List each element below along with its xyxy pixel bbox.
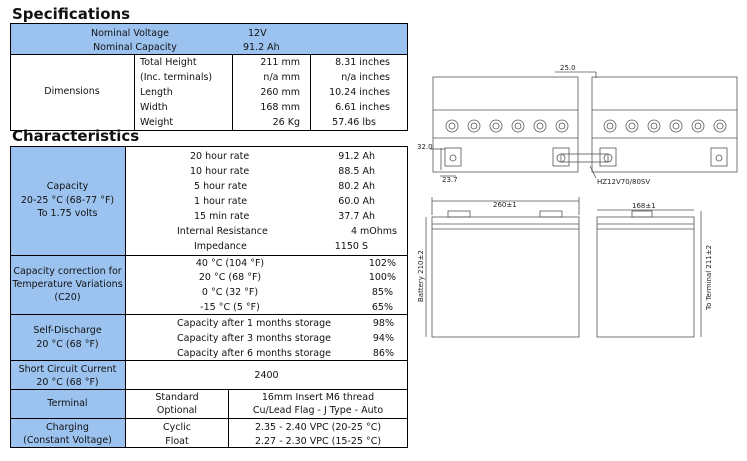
dim-row-mm: 168 mm bbox=[260, 102, 300, 113]
dim-row-name: Length bbox=[140, 87, 173, 98]
nominal-rows-bg bbox=[10, 24, 408, 54]
short-circuit-value: 2400 bbox=[254, 370, 279, 381]
capacity-temp-label: 20-25 °C (68-77 °F) bbox=[20, 195, 115, 206]
dim-row-in: 8.31 inches bbox=[335, 57, 390, 68]
terminal-standard-value: 16mm Insert M6 thread bbox=[261, 392, 375, 403]
dim-left-label: 32.0 bbox=[417, 143, 433, 151]
dim-row-name: (Inc. terminals) bbox=[140, 72, 213, 83]
short-circuit-temp-label: 20 °C (68 °F) bbox=[36, 377, 99, 388]
internal-resistance-label: Internal Resistance bbox=[177, 226, 268, 237]
dim-left-small-label: 23.7 bbox=[442, 176, 458, 184]
charging-cyclic-label: Cyclic bbox=[163, 422, 191, 433]
specifications-heading: Specifications bbox=[12, 5, 131, 23]
temp-correction-label-2: Temperature Variations bbox=[12, 279, 123, 290]
capacity-label: Capacity bbox=[46, 181, 89, 192]
dim-row-mm: 26 Kg bbox=[272, 117, 300, 128]
vent-caps-left bbox=[445, 119, 569, 133]
temp-row-name: -15 °C (5 °F) bbox=[200, 302, 260, 313]
capacity-row-value: 80.2 Ah bbox=[338, 181, 375, 192]
capacity-row-value: 37.7 Ah bbox=[338, 211, 375, 222]
capacity-row-value: 60.0 Ah bbox=[338, 196, 375, 207]
dim-row-in: 10.24 inches bbox=[329, 87, 390, 98]
nominal-voltage-label: Nominal Voltage bbox=[91, 28, 169, 39]
temp-row-value: 100% bbox=[368, 272, 396, 283]
dim-row-name: Total Height bbox=[140, 57, 197, 68]
temp-row-name: 0 °C (32 °F) bbox=[201, 287, 259, 298]
self-discharge-row-name: Capacity after 6 months storage bbox=[177, 348, 331, 359]
length-label: 260±1 bbox=[493, 201, 517, 209]
terminal-right bbox=[710, 147, 728, 167]
nominal-capacity-value: 91.2 Ah bbox=[243, 42, 280, 53]
capacity-row-name: 20 hour rate bbox=[190, 151, 250, 162]
internal-resistance-value: 4 mOhms bbox=[350, 226, 397, 237]
self-discharge-temp-label: 20 °C (68 °F) bbox=[36, 339, 99, 350]
side-view-battery bbox=[596, 216, 695, 338]
temp-row-value: 85% bbox=[371, 287, 393, 298]
top-view-right-battery bbox=[591, 76, 738, 173]
self-discharge-row-value: 86% bbox=[372, 348, 394, 359]
dim-row-mm: 260 mm bbox=[260, 87, 300, 98]
front-view-battery bbox=[431, 216, 580, 338]
self-discharge-row-value: 94% bbox=[372, 333, 394, 344]
dim-row-in: 6.61 inches bbox=[335, 102, 390, 113]
dim-row-name: Weight bbox=[140, 117, 174, 128]
self-discharge-label: Self-Discharge bbox=[33, 325, 102, 336]
terminal-optional-label: Optional bbox=[156, 405, 198, 416]
vent-caps-right bbox=[603, 119, 727, 133]
dim-top-label: 25.0 bbox=[560, 64, 576, 72]
capacity-row-name: 1 hour rate bbox=[194, 196, 248, 207]
temp-row-name: 20 °C (68 °F) bbox=[198, 272, 262, 283]
terminal-label: Terminal bbox=[47, 398, 88, 409]
dimensions-label: Dimensions bbox=[44, 86, 100, 97]
connector-bar bbox=[560, 153, 609, 163]
terminal-height-label: To Terminal 211±2 bbox=[705, 245, 713, 311]
model-label: HZ12V70/80SV bbox=[597, 178, 650, 186]
dim-row-in: 57.46 lbs bbox=[332, 117, 376, 128]
characteristics-heading: Characteristics bbox=[12, 127, 140, 145]
charging-float-value: 2.27 - 2.30 VPC (15-25 °C) bbox=[254, 436, 382, 447]
nominal-capacity-label: Nominal Capacity bbox=[93, 42, 177, 53]
dim-row-name: Width bbox=[140, 102, 168, 113]
charging-label: Charging bbox=[46, 422, 89, 433]
temp-correction-label-3: (C20) bbox=[54, 292, 81, 303]
label-column-bg bbox=[10, 147, 125, 447]
dim-row-mm: 211 mm bbox=[260, 57, 300, 68]
capacity-row-value: 91.2 Ah bbox=[338, 151, 375, 162]
terminal-center-left bbox=[552, 147, 570, 167]
terminal-left bbox=[444, 147, 462, 167]
terminal-standard-label: Standard bbox=[155, 392, 199, 403]
temp-row-value: 65% bbox=[371, 302, 393, 313]
charging-float-label: Float bbox=[165, 436, 189, 447]
temp-correction-label: Capacity correction for bbox=[13, 266, 122, 277]
self-discharge-row-value: 98% bbox=[372, 318, 394, 329]
nominal-voltage-value: 12V bbox=[248, 28, 267, 39]
capacity-row-value: 88.5 Ah bbox=[338, 166, 375, 177]
dim-row-in: n/a inches bbox=[341, 72, 390, 83]
capacity-row-name: 5 hour rate bbox=[194, 181, 248, 192]
capacity-row-name: 15 min rate bbox=[194, 211, 250, 222]
temp-row-value: 102% bbox=[368, 258, 396, 269]
self-discharge-row-name: Capacity after 3 months storage bbox=[177, 333, 331, 344]
dim-row-mm: n/a mm bbox=[263, 72, 300, 83]
top-view-left-battery bbox=[432, 76, 579, 173]
charging-mode-label: (Constant Voltage) bbox=[23, 435, 112, 446]
impedance-value: 1150 S bbox=[334, 241, 368, 252]
temp-row-name: 40 °C (104 °F) bbox=[195, 258, 265, 269]
battery-height-label: Battery 210±2 bbox=[417, 250, 425, 302]
short-circuit-label: Short Circuit Current bbox=[18, 364, 117, 375]
terminal-optional-value: Cu/Lead Flag - J Type - Auto bbox=[252, 405, 384, 416]
self-discharge-row-name: Capacity after 1 months storage bbox=[177, 318, 331, 329]
capacity-row-name: 10 hour rate bbox=[190, 166, 250, 177]
capacity-volts-label: To 1.75 volts bbox=[37, 208, 98, 219]
impedance-label: Impedance bbox=[194, 241, 247, 252]
width-label: 168±1 bbox=[632, 202, 656, 210]
charging-cyclic-value: 2.35 - 2.40 VPC (20-25 °C) bbox=[254, 422, 382, 433]
terminal-center-right bbox=[599, 147, 617, 167]
